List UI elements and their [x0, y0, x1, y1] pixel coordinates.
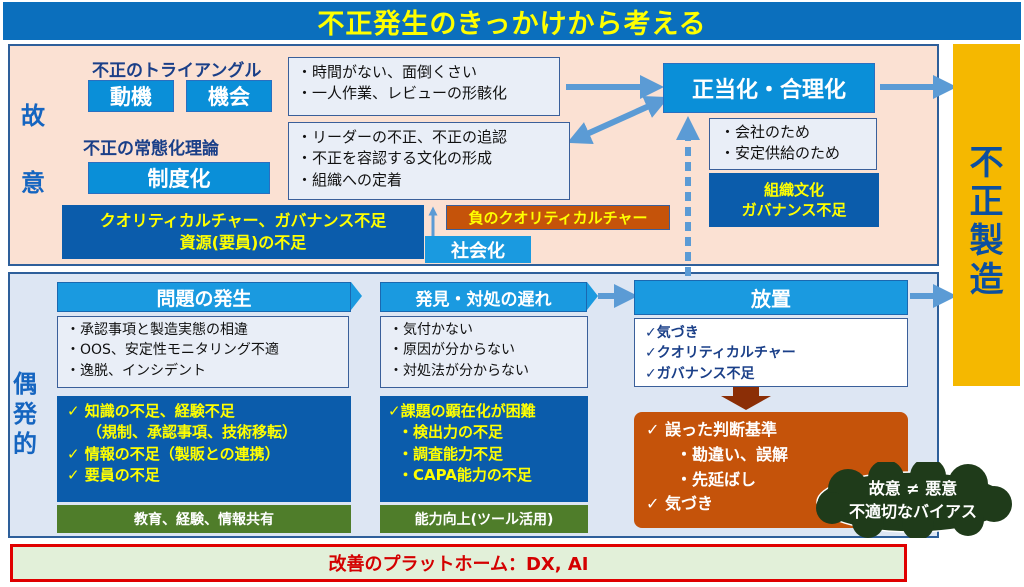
delay-header: 発見・対処の遅れ — [380, 282, 587, 312]
delay-items-box: ・気付かない ・原因が分からない ・対処法が分からない — [380, 316, 588, 388]
page-title: 不正発生のきっかけから考える — [3, 2, 1021, 40]
arrow-box2-justification — [567, 95, 669, 145]
fraud-char-3: 製 — [969, 221, 1004, 262]
delay-item-3: ・対処法が分からない — [389, 362, 529, 379]
reason-line-2: ・安定供給のため — [720, 144, 841, 163]
institutionalization-pill: 制度化 — [88, 162, 270, 194]
delay-item-1: ・気付かない — [389, 322, 473, 338]
judgment-line-1: ✓ 誤った判断基準 — [646, 420, 777, 439]
triangle-label: 不正のトライアングル — [92, 61, 262, 81]
problem-cause-1: ✓ 知識の不足、経験不足 — [67, 402, 235, 420]
delay-footer: 能力向上(ツール活用) — [380, 505, 588, 533]
side-label-intentional-1: 故 — [21, 102, 45, 130]
culture-line-1: クオリティカルチャー、ガバナンス不足 — [99, 211, 387, 231]
side-label-accidental-2: 発 — [13, 400, 37, 428]
judgment-line-3: ・先延ばし — [676, 469, 757, 489]
side-label-accidental-3: 的 — [13, 430, 37, 458]
neglect-item-2: ✓クオリティカルチャー — [645, 345, 796, 362]
motive-pill: 動機 — [88, 80, 174, 112]
fraud-char-4: 造 — [969, 260, 1004, 301]
reason-box: ・会社のため ・安定供給のため — [709, 118, 877, 170]
side-label-accidental-1: 偶 — [13, 370, 37, 398]
box2-line-1: ・リーダーの不正、不正の追認 — [297, 128, 508, 146]
delay-item-2: ・原因が分からない — [389, 342, 515, 359]
improvement-platform-bar: 改善のプラットホーム：DX, AI — [10, 544, 907, 582]
problem-item-3: ・逸脱、インシデント — [66, 362, 206, 379]
delay-cause-2: ・検出力の不足 — [398, 423, 504, 442]
delay-causes-box: ✓課題の顕在化が困難 ・検出力の不足 ・調査能力不足 ・CAPA能力の不足 — [380, 396, 588, 502]
box1-line-2: ・一人作業、レビューの形骸化 — [297, 84, 508, 103]
arrow-down-to-judgment — [721, 384, 771, 410]
neglect-item-1: ✓気づき — [645, 325, 699, 341]
side-label-intentional-2: 意 — [21, 169, 45, 197]
problem-cause-4: ✓ 要員の不足 — [67, 465, 160, 484]
neglect-header: 放置 — [634, 280, 908, 315]
org-line-1: 組織文化 — [763, 180, 824, 199]
fraud-char-2: 正 — [969, 182, 1004, 223]
neglect-items-box: ✓気づき ✓クオリティカルチャー ✓ガバナンス不足 — [634, 318, 908, 387]
problem-cause-2: （規制、承認事項、技術移転） — [87, 423, 298, 442]
chevron-delay-right — [587, 282, 598, 310]
box1-line-1: ・時間がない、面倒くさい — [297, 63, 478, 81]
delay-cause-4: ・CAPA能力の不足 — [398, 465, 532, 484]
delay-cause-3: ・調査能力不足 — [398, 444, 504, 463]
fraud-manufacturing-column: 不 正 製 造 — [953, 44, 1020, 386]
org-line-2: ガバナンス不足 — [741, 201, 847, 219]
box2-line-2: ・不正を容認する文化の形成 — [297, 149, 493, 168]
chevron-problem-to-delay — [351, 282, 362, 310]
problem-items-box: ・承認事項と製造実態の相違 ・OOS、安定性モニタリング不適 ・逸脱、インシデン… — [57, 316, 349, 388]
cloud-text: 故意 ≠ 悪意 不適切なバイアス — [816, 468, 1010, 532]
socialization-label: 社会化 — [425, 236, 531, 263]
normalization-label: 不正の常態化理論 — [83, 139, 219, 159]
justification-box: 正当化・合理化 — [663, 63, 875, 113]
problem-causes-box: ✓ 知識の不足、経験不足 （規制、承認事項、技術移転） ✓ 情報の不足（製販との… — [57, 396, 351, 502]
motive-opportunity-box: ・時間がない、面倒くさい ・一人作業、レビューの形骸化 — [288, 57, 560, 116]
reason-line-1: ・会社のため — [720, 123, 811, 141]
cloud-line-2: 不適切なバイアス — [848, 502, 977, 521]
problem-cause-3: ✓ 情報の不足（製販との連携） — [67, 444, 280, 463]
problem-item-1: ・承認事項と製造実態の相違 — [66, 322, 248, 338]
cloud-shape — [816, 462, 1012, 538]
judgment-line-4: ✓ 気づき — [646, 494, 713, 514]
quality-culture-box: クオリティカルチャー、ガバナンス不足 資源(要員)の不足 — [62, 205, 424, 259]
neglect-item-3: ✓ガバナンス不足 — [645, 365, 755, 382]
org-culture-box: 組織文化 ガバナンス不足 — [709, 173, 879, 227]
negative-culture-label: 負のクオリティカルチャー — [446, 205, 670, 230]
delay-cause-1: ✓課題の顕在化が困難 — [388, 402, 536, 420]
problem-item-2: ・OOS、安定性モニタリング不適 — [66, 342, 279, 359]
problem-header: 問題の発生 — [57, 282, 351, 312]
cloud-line-1: 故意 ≠ 悪意 — [868, 478, 958, 498]
culture-line-2: 資源(要員)の不足 — [179, 233, 307, 252]
fraud-char-1: 不 — [969, 143, 1004, 183]
judgment-line-2: ・勘違い、誤解 — [676, 444, 789, 464]
normalization-box: ・リーダーの不正、不正の追認 ・不正を容認する文化の形成 ・組織への定着 — [288, 122, 570, 200]
opportunity-pill: 機会 — [186, 80, 272, 112]
box2-line-3: ・組織への定着 — [297, 170, 403, 189]
problem-footer: 教育、経験、情報共有 — [57, 505, 351, 533]
